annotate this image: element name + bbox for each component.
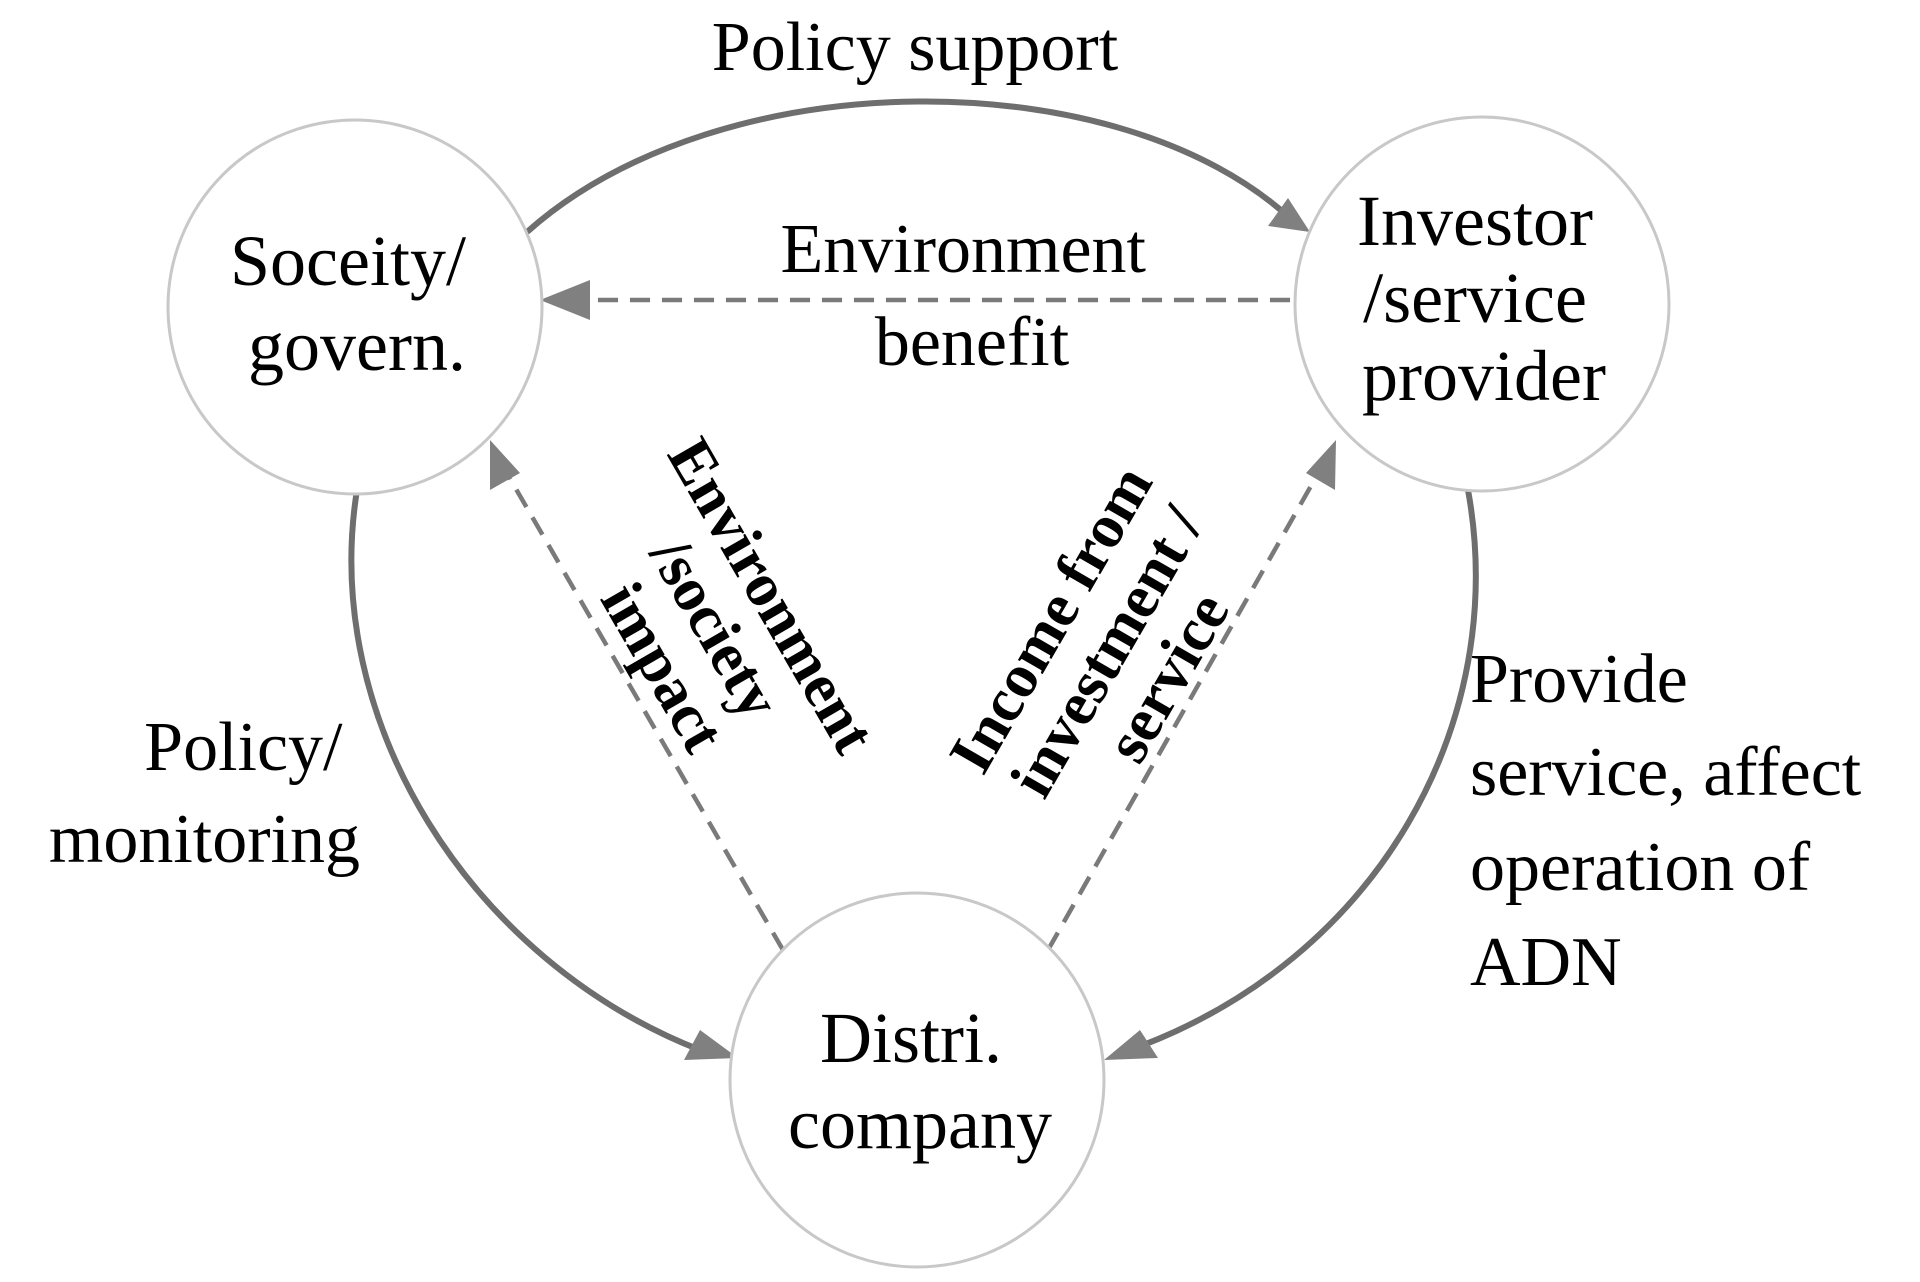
node-investor-line: Investor xyxy=(1357,181,1593,261)
label-environment-benefit-line: benefit xyxy=(875,304,1070,381)
label-environment-benefit: Environment benefit xyxy=(781,211,1164,381)
arrowhead-policy-support xyxy=(1268,198,1310,232)
label-policy-support: Policy support xyxy=(712,9,1119,86)
node-society-line: Soceity/ xyxy=(230,221,466,301)
arc-policy-monitoring xyxy=(348,489,702,1053)
arrowhead-provide-service xyxy=(1104,1030,1158,1060)
label-environment-benefit-line: Environment xyxy=(781,211,1147,288)
arc-policy-support xyxy=(525,98,1295,235)
node-distri-label: Distri. company xyxy=(788,998,1052,1164)
node-society-line: govern. xyxy=(248,306,466,386)
node-society-circle xyxy=(166,118,544,496)
arrowhead-policy-monitoring xyxy=(684,1030,738,1060)
label-policy-monitoring: Policy/ monitoring xyxy=(49,709,360,878)
label-provide-service: Provide service, affect operation of ADN xyxy=(1470,641,1879,1001)
arc-provide-service xyxy=(1128,489,1479,1053)
label-provide-service-line: service, affect xyxy=(1470,734,1862,811)
node-investor-line: provider xyxy=(1362,336,1606,416)
label-environment-society-impact: Environment /society impact xyxy=(541,427,895,843)
label-income: Income from investment / service xyxy=(936,441,1286,849)
node-society-label: Soceity/ govern. xyxy=(230,221,484,386)
arrowhead-environment-benefit xyxy=(540,280,590,320)
node-investor-label: Investor /service provider xyxy=(1357,181,1611,416)
label-policy-support-line: Policy support xyxy=(712,9,1119,86)
label-provide-service-line: ADN xyxy=(1470,924,1622,1001)
dashed-income xyxy=(1046,468,1322,952)
node-distri-circle xyxy=(728,891,1106,1269)
dashed-environment-society-impact xyxy=(503,468,785,952)
node-distri-line: company xyxy=(788,1084,1052,1164)
arrowhead-environment-society-impact xyxy=(490,440,520,490)
node-distri-line: Distri. xyxy=(820,998,1002,1078)
label-provide-service-line: operation of xyxy=(1470,829,1811,906)
label-policy-monitoring-line: monitoring xyxy=(49,801,360,878)
label-policy-monitoring-line: Policy/ xyxy=(144,709,343,786)
label-provide-service-line: Provide xyxy=(1470,641,1688,718)
node-investor-line: /service xyxy=(1363,258,1587,338)
arrowhead-income xyxy=(1306,440,1336,490)
node-investor-circle xyxy=(1293,115,1671,493)
